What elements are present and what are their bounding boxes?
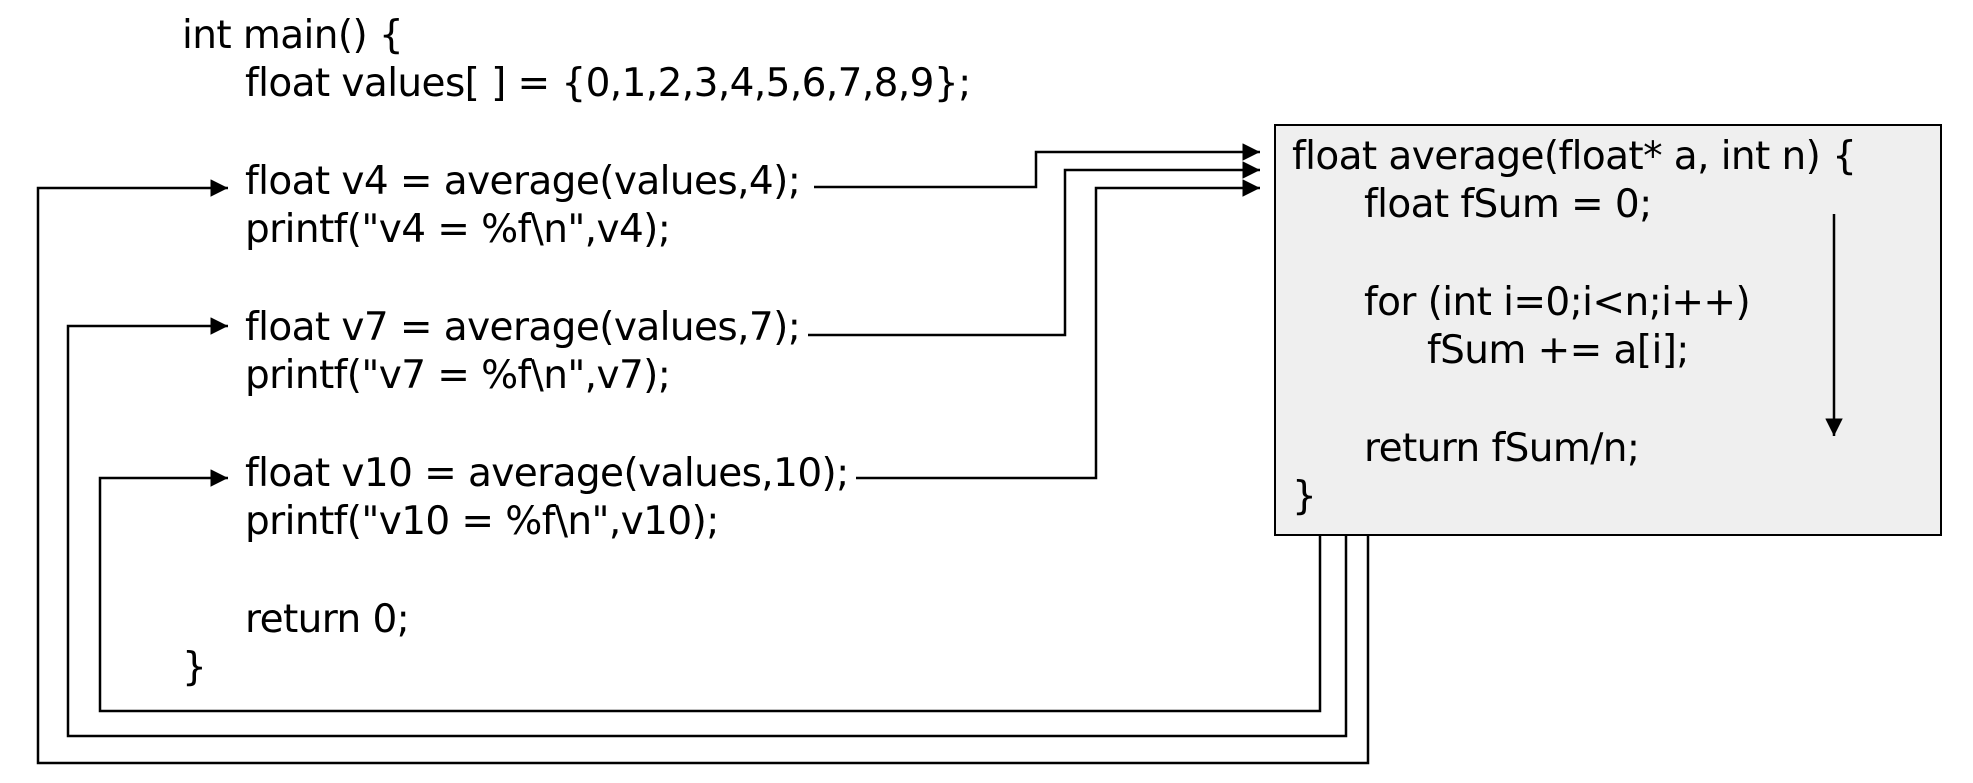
- call-arrow-v10: [856, 179, 1260, 480]
- for-loop: for (int i=0;i<n;i++): [1364, 280, 1751, 325]
- main-close-brace: }: [182, 645, 207, 690]
- average-return: return fSum/n;: [1364, 426, 1640, 471]
- call-arrow-v7: [808, 161, 1260, 337]
- average-header: float average(float* a, int n) {: [1292, 134, 1857, 179]
- printf-v10: printf("v10 = %f\n",v10);: [245, 499, 719, 544]
- main-header: int main() {: [182, 13, 404, 58]
- loop-body: fSum += a[i];: [1427, 328, 1689, 373]
- return-arrow-v7: [66, 317, 1348, 738]
- call-arrow-v4: [814, 143, 1260, 189]
- return-arrow-v10: [98, 469, 1322, 713]
- execution-direction-arrow: [1825, 214, 1843, 436]
- return-arrow-v4: [36, 179, 1370, 765]
- printf-v4: printf("v4 = %f\n",v4);: [245, 207, 671, 252]
- average-close-brace: }: [1292, 474, 1317, 519]
- sum-declaration: float fSum = 0;: [1364, 182, 1652, 227]
- values-declaration: float values[ ] = {0,1,2,3,4,5,6,7,8,9};: [245, 61, 971, 106]
- main-return: return 0;: [245, 597, 410, 642]
- call-v4: float v4 = average(values,4);: [245, 159, 801, 204]
- call-v7: float v7 = average(values,7);: [245, 305, 801, 350]
- printf-v7: printf("v7 = %f\n",v7);: [245, 353, 671, 398]
- call-v10: float v10 = average(values,10);: [245, 451, 849, 496]
- average-function-box: float average(float* a, int n) { float f…: [1274, 124, 1942, 536]
